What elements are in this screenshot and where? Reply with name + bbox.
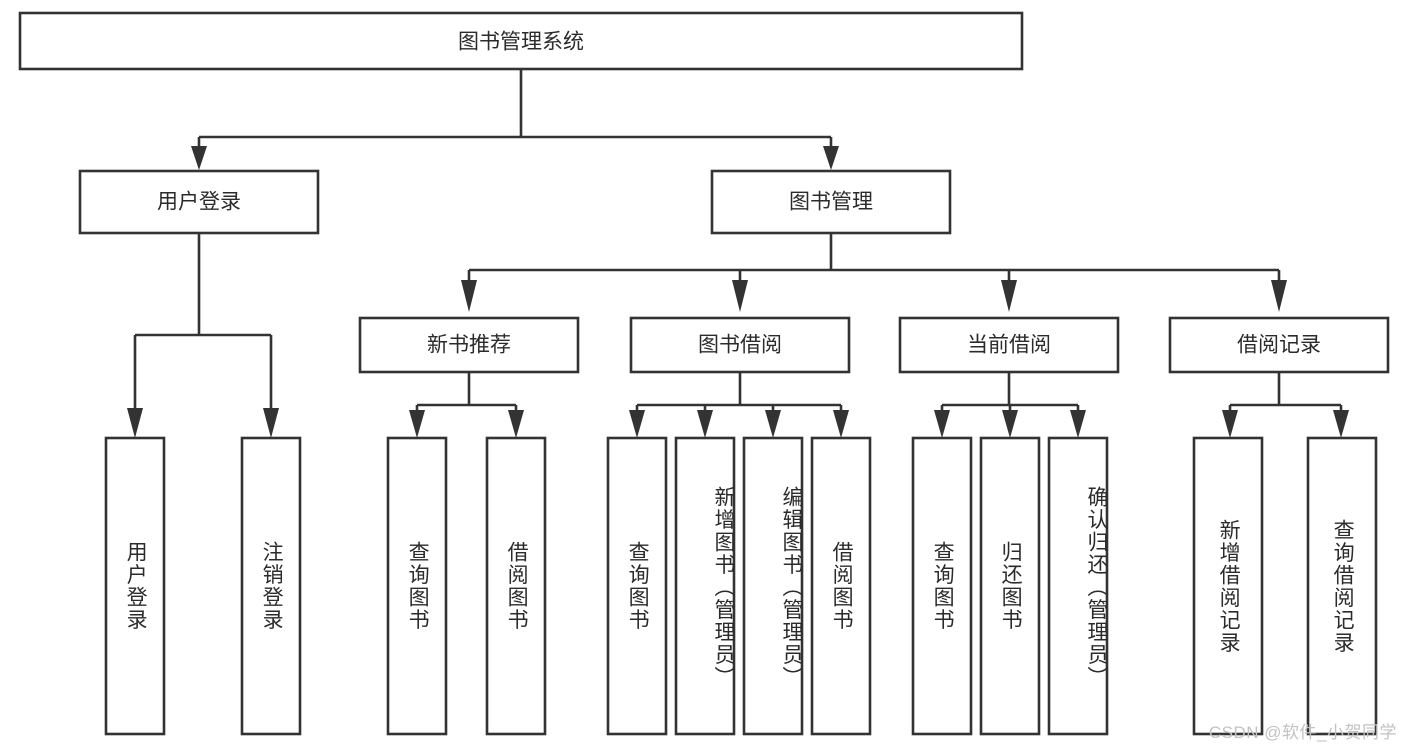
node-root-system[interactable]: 图书管理系统 [18,11,1024,71]
node-book-management[interactable]: 图书管理 [710,169,952,235]
connector-book-borrow-to-leaves [629,372,849,438]
leaf-node-box[interactable] [104,436,166,736]
node-borrow-record[interactable]: 借阅记录 [1168,316,1390,374]
leaf-node-box[interactable] [911,436,973,736]
leaf-node-box[interactable] [606,436,668,736]
node-user-login-label: 用户登录 [157,191,241,214]
node-user-login[interactable]: 用户登录 [78,169,320,235]
leaf-node-box[interactable] [742,436,804,736]
connector-root-to-level1 [191,69,839,170]
leaf-node-box[interactable] [240,436,302,736]
node-current-borrow-label: 当前借阅 [967,334,1051,357]
node-root-system-label: 图书管理系统 [458,31,584,54]
connector-borrow-record-to-leaves [1222,372,1349,438]
leaf-node-box[interactable] [1192,436,1264,736]
leaf-node-box[interactable] [1047,436,1109,736]
connector-user-login-to-leaves [127,234,279,438]
connector-new-book-to-leaves [409,372,524,438]
node-book-borrow[interactable]: 图书借阅 [629,316,851,374]
leaf-node-box[interactable] [485,436,547,736]
connector-current-borrow-to-leaves [934,372,1086,438]
leaf-node-box[interactable] [386,436,448,736]
leaf-node-box[interactable] [674,436,736,736]
leaf-node-box[interactable] [1306,436,1378,736]
node-book-management-label: 图书管理 [789,191,873,214]
node-borrow-record-label: 借阅记录 [1237,334,1321,357]
connector-book-mgmt-to-level2 [461,233,1287,312]
leaf-node-box[interactable] [810,436,872,736]
node-new-book-recommend-label: 新书推荐 [427,334,511,357]
node-book-borrow-label: 图书借阅 [698,334,782,357]
node-new-book-recommend[interactable]: 新书推荐 [358,316,580,374]
leaf-node-box[interactable] [979,436,1041,736]
watermark-text: CSDN @软件_小贺同学 [1208,723,1397,742]
node-current-borrow[interactable]: 当前借阅 [898,316,1120,374]
